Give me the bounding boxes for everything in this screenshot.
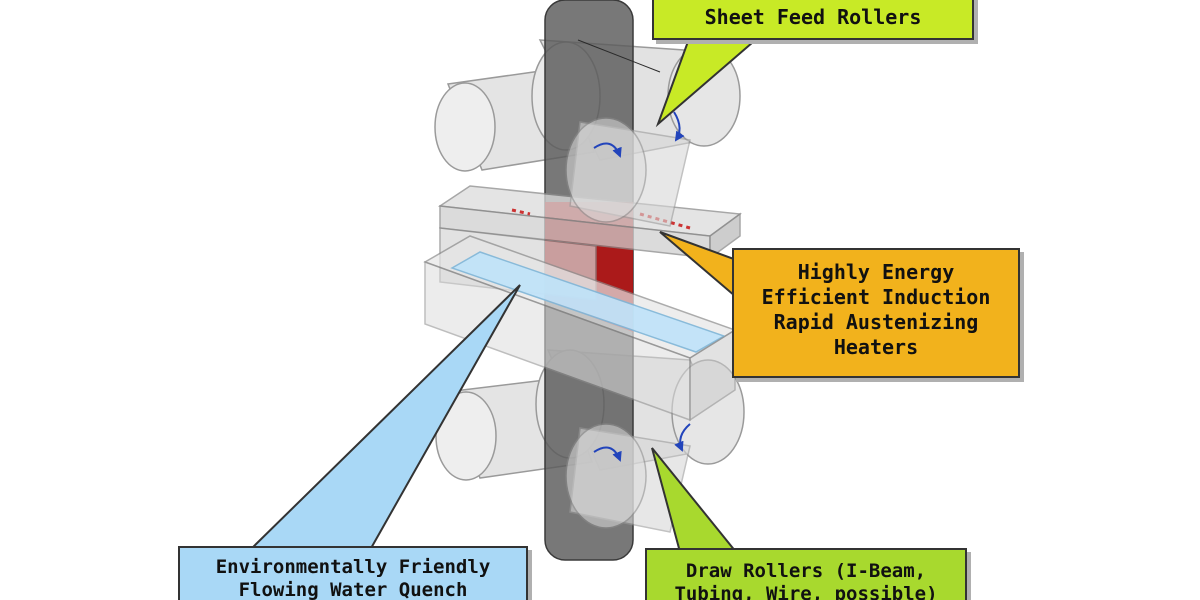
callout-line: Environmentally Friendly xyxy=(215,556,491,578)
sheet-feed-rollers-callout: Sheet Feed Rollers xyxy=(652,0,974,40)
callout-line: Highly Energy xyxy=(797,260,955,284)
rotation-arrow-icon xyxy=(593,142,622,158)
rotation-arrow-icon xyxy=(673,111,685,142)
callout-line: Heaters xyxy=(833,335,919,359)
quench-tank xyxy=(423,235,737,422)
water-quench-callout: Environmentally Friendly Flowing Water Q… xyxy=(178,546,528,600)
rotation-arrow-icon xyxy=(593,446,622,462)
feed-roller-front xyxy=(565,117,691,227)
callout-line: Tubing, Wire, possible) xyxy=(674,583,938,600)
draw-rollers-callout: Draw Rollers (I-Beam, Tubing, Wire, poss… xyxy=(645,548,967,600)
callout-line: Rapid Austenizing xyxy=(773,310,979,334)
rotation-arrow-icon xyxy=(674,423,691,452)
callout-line: Sheet Feed Rollers xyxy=(704,5,922,29)
callout-line: Flowing Water Quench xyxy=(238,579,468,600)
callout-line: Efficient Induction xyxy=(761,285,991,309)
induction-heaters-callout: Highly Energy Efficient Induction Rapid … xyxy=(732,248,1020,378)
callout-line: Draw Rollers (I-Beam, xyxy=(685,560,927,582)
draw-roller-front xyxy=(565,423,691,533)
